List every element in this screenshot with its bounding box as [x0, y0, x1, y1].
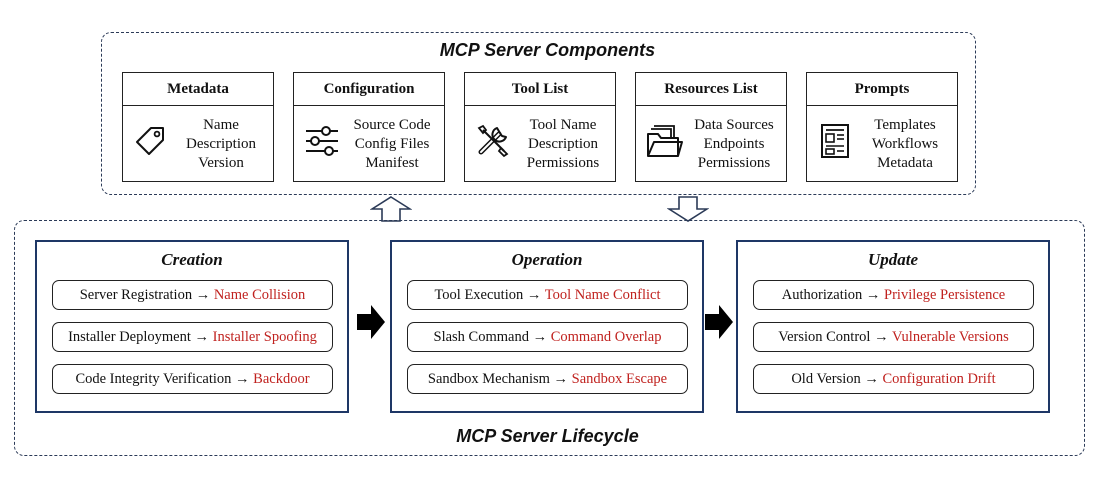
component-line: Tool Name — [529, 117, 597, 133]
lifecycle-group — [14, 220, 1085, 456]
lifecycle-item: Code Integrity Verification → Backdoor — [52, 364, 333, 394]
risk-label: Sandbox Escape — [571, 371, 668, 387]
component-card-title: Prompts — [807, 73, 957, 106]
component-card-prompts: Prompts Templates Workflows Metadata — [806, 72, 958, 182]
hollow-up-arrow-icon — [370, 196, 412, 222]
sliders-icon — [306, 126, 338, 156]
lifecycle-item: Tool Execution → Tool Name Conflict — [407, 280, 688, 310]
phase-label: Tool Execution — [434, 287, 524, 303]
lifecycle-item: Old Version → Configuration Drift — [753, 364, 1034, 394]
stage-update: Update Authorization → Privilege Persist… — [736, 240, 1050, 413]
risk-label: Name Collision — [213, 287, 306, 303]
lifecycle-item: Installer Deployment → Installer Spoofin… — [52, 322, 333, 352]
phase-label: Server Registration — [79, 287, 193, 303]
lifecycle-title: MCP Server Lifecycle — [456, 426, 639, 446]
arrow-glyph: → — [195, 287, 211, 303]
components-title: MCP Server Components — [439, 40, 656, 60]
arrow-glyph: → — [553, 371, 569, 387]
tag-icon — [136, 127, 164, 155]
stage-creation: Creation Server Registration → Name Coll… — [35, 240, 349, 413]
folder-icon — [647, 125, 683, 157]
risk-label: Vulnerable Versions — [891, 329, 1009, 345]
arrow-glyph: → — [194, 329, 210, 345]
phase-label: Version Control — [778, 329, 871, 345]
lifecycle-item: Server Registration → Name Collision — [52, 280, 333, 310]
component-line: Source Code — [353, 117, 431, 133]
risk-label: Privilege Persistence — [884, 287, 1006, 303]
component-card-title: Metadata — [123, 73, 273, 106]
component-line: Description — [528, 136, 598, 152]
component-card-configuration: Configuration Source Code Config Files M… — [293, 72, 445, 182]
component-line: Permissions — [526, 155, 600, 171]
arrow-glyph: → — [526, 287, 542, 303]
stage-operation: Operation Tool Execution → Tool Name Con… — [390, 240, 704, 413]
hollow-down-arrow-icon — [667, 196, 709, 222]
arrow-glyph: → — [874, 329, 889, 345]
component-line: Manifest — [365, 155, 419, 171]
component-line: Metadata — [877, 155, 933, 171]
stage-title: Operation — [511, 250, 583, 269]
risk-label: Installer Spoofing — [212, 329, 317, 345]
component-card-metadata: Metadata Name Description Version — [122, 72, 274, 182]
phase-label: Authorization — [781, 287, 863, 303]
component-card-title: Tool List — [465, 73, 615, 106]
lifecycle-item: Authorization → Privilege Persistence — [753, 280, 1034, 310]
component-line: Description — [186, 136, 256, 152]
component-line: Templates — [874, 117, 936, 133]
component-line: Endpoints — [703, 136, 765, 152]
phase-label: Installer Deployment — [68, 329, 191, 345]
arrow-glyph: → — [865, 287, 881, 303]
component-line: Name — [203, 117, 239, 133]
component-card-tool-list: Tool List Tool Name Description Permissi… — [464, 72, 616, 182]
phase-label: Sandbox Mechanism — [427, 371, 550, 387]
arrow-glyph: → — [864, 371, 879, 387]
component-card-title: Resources List — [636, 73, 786, 106]
component-line: Config Files — [354, 136, 430, 152]
tools-icon — [477, 124, 509, 158]
lifecycle-item: Version Control → Vulnerable Versions — [753, 322, 1034, 352]
phase-label: Code Integrity Verification — [75, 371, 232, 387]
arrow-glyph: → — [235, 371, 250, 387]
component-line: Version — [198, 155, 244, 171]
template-icon — [821, 124, 849, 158]
component-line: Permissions — [697, 155, 771, 171]
risk-label: Backdoor — [253, 371, 310, 387]
component-line: Workflows — [871, 136, 939, 152]
component-card-resources-list: Resources List Data Sources Endpoints Pe… — [635, 72, 787, 182]
stage-title: Creation — [161, 250, 223, 269]
risk-label: Tool Name Conflict — [544, 287, 661, 303]
right-arrow-icon — [357, 305, 385, 339]
risk-label: Command Overlap — [550, 329, 662, 345]
phase-label: Slash Command — [433, 329, 529, 345]
arrow-glyph: → — [532, 329, 548, 345]
component-line: Data Sources — [694, 117, 774, 133]
risk-label: Configuration Drift — [882, 371, 996, 387]
component-card-title: Configuration — [294, 73, 444, 106]
components-group — [101, 32, 976, 195]
stage-title: Update — [867, 250, 919, 269]
lifecycle-item: Sandbox Mechanism → Sandbox Escape — [407, 364, 688, 394]
lifecycle-item: Slash Command → Command Overlap — [407, 322, 688, 352]
right-arrow-icon — [705, 305, 733, 339]
phase-label: Old Version — [791, 371, 861, 387]
